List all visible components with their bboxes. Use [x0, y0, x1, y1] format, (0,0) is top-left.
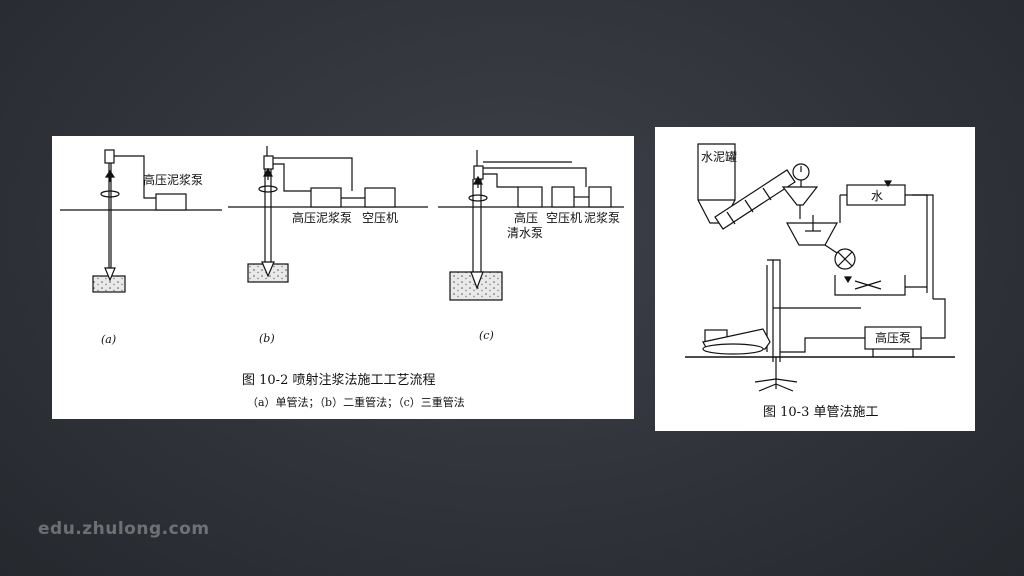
label-water-pump-c: 清水泵: [507, 226, 544, 240]
label-water: 水: [871, 189, 884, 203]
label-air-compressor-b: 空压机: [362, 211, 399, 225]
watermark: edu.zhulong.com: [38, 519, 210, 539]
label-cement-tank: 水泥罐: [701, 150, 738, 164]
label-high-pressure-pump: 高压泵: [875, 331, 912, 345]
jet-grouting-process-diagram: [60, 146, 624, 301]
label-air-compressor-c: 空压机: [546, 211, 583, 225]
method-c-schematic: [438, 150, 624, 301]
figure-10-2-caption: 图 10-2 喷射注浆法施工工艺流程: [242, 373, 436, 388]
sublabel-a: (a): [101, 333, 117, 346]
sublabel-b: (b): [259, 332, 275, 345]
label-mud-pump-c: 泥浆泵: [584, 211, 621, 225]
screw-conveyor: [714, 169, 796, 230]
figure-10-3-caption: 图 10-3 单管法施工: [763, 405, 879, 420]
drill-mast: [767, 259, 781, 362]
figure-10-3-panel: 水泥罐 水 高压泵 图 10-3 单管法施工: [655, 127, 975, 431]
figure-10-2-panel: 高压泥浆泵 高压泥浆泵 空压机 高压 清水泵 空压机 泥浆泵 (a) (b) (…: [52, 136, 634, 419]
mixing-tank: [785, 222, 839, 246]
figure-10-2-subcaption: （a）单管法；（b）二重管法；（c）三重管法: [247, 396, 465, 409]
sublabel-c: (c): [479, 329, 494, 342]
method-a-schematic: [60, 149, 222, 293]
label-high-pressure-mud-pump-a: 高压泥浆泵: [143, 173, 204, 187]
single-tube-construction-diagram: [685, 143, 955, 392]
label-high-pressure-mud-pump-b: 高压泥浆泵: [292, 211, 353, 225]
method-b-schematic: [228, 146, 428, 283]
label-high-pressure-c: 高压: [514, 211, 539, 225]
